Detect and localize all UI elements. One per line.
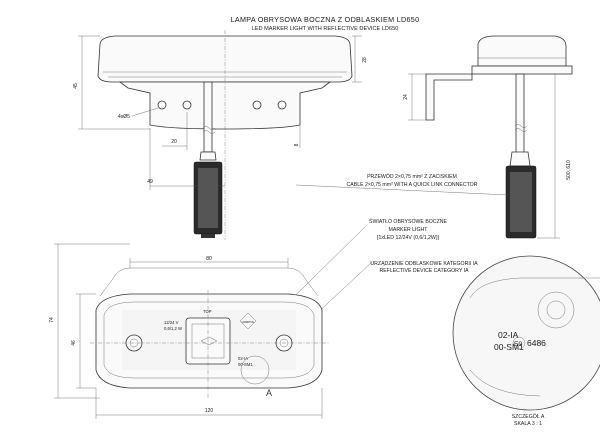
front-view (97, 30, 353, 240)
svg-text:CABLE 2×0,75 mm² WITH A QUICK: CABLE 2×0,75 mm² WITH A QUICK LINK CONNE… (347, 182, 478, 188)
svg-text:HORPOL: HORPOL (242, 320, 255, 324)
svg-text:120: 120 (205, 408, 214, 414)
mount-hole (157, 100, 167, 110)
svg-text:02-IA: 02-IA (238, 356, 248, 361)
svg-text:12/24 V: 12/24 V (164, 320, 179, 325)
side-view-dimensions: 24 500, 610 (403, 73, 572, 239)
detail-a: 02-IA 00-SM1 E9 6486 SZCZEGÓŁ A SKALA 3 … (452, 255, 600, 427)
svg-text:SZCZEGÓŁ A: SZCZEGÓŁ A (512, 413, 545, 420)
title-english: LED MARKER LIGHT WITH REFLECTIVE DEVICE … (252, 26, 399, 32)
svg-text:REFLECTIVE DEVICE CATEGORY IA: REFLECTIVE DEVICE CATEGORY IA (379, 268, 469, 274)
mount-hole (252, 100, 262, 110)
svg-text:0,6/1,2 W: 0,6/1,2 W (164, 326, 182, 331)
face-view: 12/24 V 0,6/1,2 W TOP HORPOL 02-IA 00-SM… (90, 290, 330, 398)
detail-marker: A (266, 388, 272, 398)
svg-text:00-SM1: 00-SM1 (494, 342, 524, 352)
svg-text:45: 45 (73, 83, 79, 89)
svg-text:6486: 6486 (527, 338, 546, 348)
svg-text:SKALA 3 : 1: SKALA 3 : 1 (514, 421, 542, 427)
face-view-dimensions: 80 120 74 46 A (49, 243, 323, 419)
front-view-dimensions: 45 28 4xØ5 20 8 49 (73, 35, 368, 190)
svg-text:URZĄDZENIE ODBLASKOWE KATEGORI: URZĄDZENIE ODBLASKOWE KATEGORII IA (370, 261, 478, 267)
svg-text:46: 46 (71, 340, 77, 346)
mount-hole (182, 100, 192, 110)
svg-text:ŚWIATŁO OBRYSOWE BOCZNE: ŚWIATŁO OBRYSOWE BOCZNE (369, 217, 447, 225)
svg-text:500, 610: 500, 610 (566, 160, 572, 180)
svg-text:4xØ5: 4xØ5 (118, 114, 130, 120)
mount-hole (277, 100, 287, 110)
svg-text:[1xLED 12/24V (0,6/1,2W)]: [1xLED 12/24V (0,6/1,2W)] (377, 235, 440, 241)
title-polish: LAMPA OBRYSOWA BOCZNA Z ODBLASKIEM LD650 (231, 15, 420, 24)
svg-text:20: 20 (171, 139, 177, 145)
svg-text:8: 8 (294, 143, 300, 146)
side-view (425, 35, 573, 239)
svg-text:74: 74 (49, 317, 55, 323)
svg-text:E9: E9 (514, 341, 522, 348)
cable-callout: PRZEWÓD 2×0,75 mm² Z ZACISKIEM CABLE 2×0… (295, 173, 509, 196)
svg-text:00-SM1: 00-SM1 (238, 362, 253, 367)
svg-text:24: 24 (403, 94, 409, 100)
svg-text:MARKER LIGHT: MARKER LIGHT (389, 227, 429, 233)
reflector-callout: URZĄDZENIE ODBLASKOWE KATEGORII IA REFLE… (313, 261, 478, 317)
svg-text:PRZEWÓD 2×0,75 mm² Z ZACISKIEM: PRZEWÓD 2×0,75 mm² Z ZACISKIEM (367, 173, 457, 180)
svg-text:28: 28 (362, 57, 368, 63)
svg-text:49: 49 (147, 179, 153, 185)
svg-text:02-IA: 02-IA (498, 330, 519, 340)
svg-text:TOP: TOP (203, 309, 212, 314)
svg-text:80: 80 (206, 256, 212, 262)
